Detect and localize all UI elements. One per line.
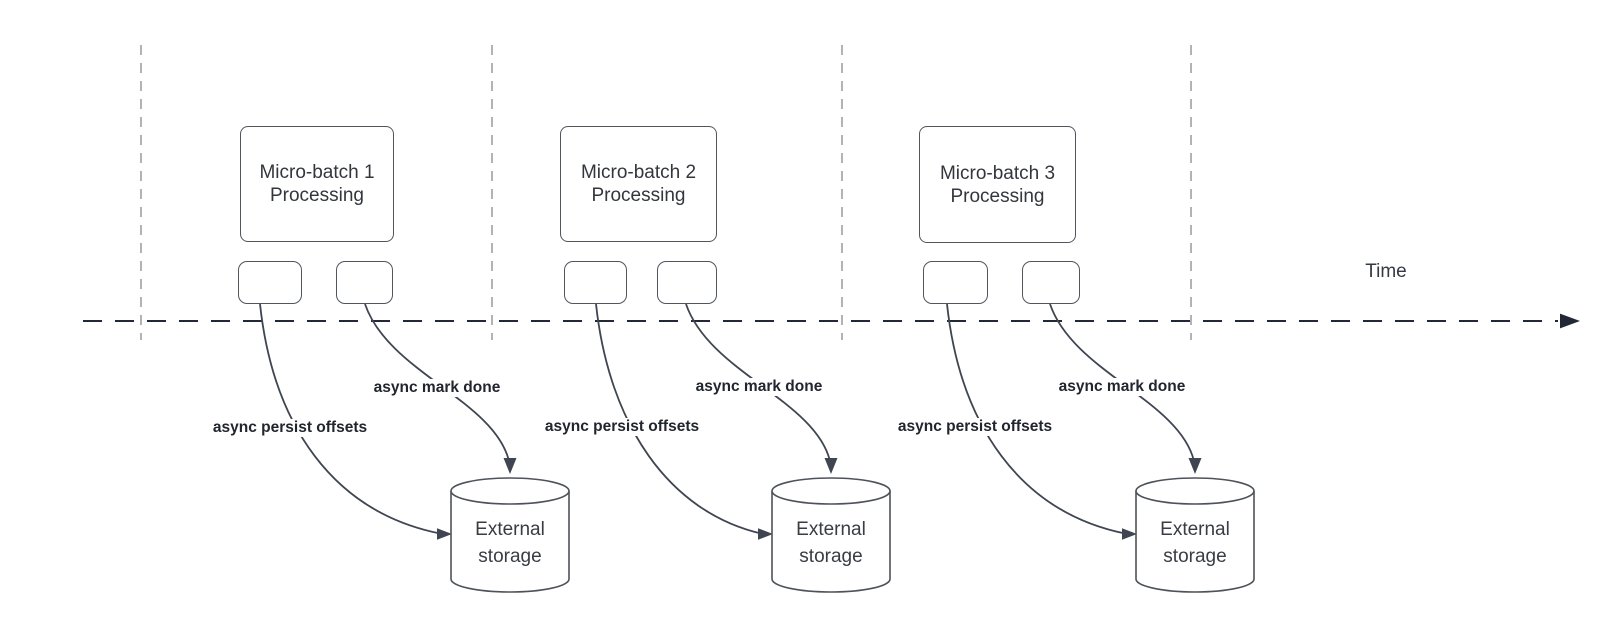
micro-batch-3-box: Micro-batch 3 Processing — [919, 126, 1076, 243]
micro-batch-3-box-label: Micro-batch 3 Processing — [939, 162, 1056, 207]
micro-batch-2-box-label: Micro-batch 2 Processing — [580, 162, 697, 206]
time-axis-label: Time — [1365, 261, 1407, 282]
storage-cylinder-top-3 — [1135, 477, 1255, 505]
storage-label-1: External storage — [475, 519, 545, 567]
persist-offsets-label-2: async persist offsets — [542, 418, 702, 436]
mark-done-arrowhead-2 — [824, 458, 838, 474]
storage-cylinder-body-1 — [450, 491, 570, 593]
micro-batch-1-task-rect-right — [336, 261, 393, 304]
persist-offsets-arrowhead-2 — [758, 528, 773, 540]
time-axis-arrowhead — [1560, 313, 1580, 329]
micro-batch-3-task-rect-left — [923, 261, 988, 304]
storage-label-2: External storage — [796, 519, 866, 567]
mark-done-label-2: async mark done — [693, 378, 825, 396]
micro-batch-1-box-label: Micro-batch 1 Processing — [259, 162, 375, 206]
mark-done-label-1: async mark done — [371, 379, 503, 397]
storage-label-3: External storage — [1160, 519, 1230, 567]
mark-done-arrowhead-1 — [503, 458, 517, 474]
micro-batch-3-task-rect-right — [1022, 261, 1080, 304]
mark-done-arrowhead-3 — [1188, 458, 1202, 474]
micro-batch-2-task-rect-right — [657, 261, 717, 304]
persist-offsets-curve-3 — [946, 303, 1126, 535]
micro-batch-2-box: Micro-batch 2 Processing — [560, 126, 717, 242]
persist-offsets-curve-1 — [259, 303, 441, 535]
persist-offsets-arrowhead-1 — [437, 528, 452, 540]
storage-cylinder-top-1 — [450, 477, 570, 505]
micro-batch-1-task-rect-left — [238, 261, 302, 304]
persist-offsets-curve-2 — [595, 303, 762, 535]
persist-offsets-label-1: async persist offsets — [210, 419, 370, 437]
storage-cylinder-top-2 — [771, 477, 891, 505]
persist-offsets-label-3: async persist offsets — [895, 418, 1055, 436]
micro-batch-1-box: Micro-batch 1 Processing — [240, 126, 394, 242]
storage-cylinder-body-2 — [771, 491, 891, 593]
storage-cylinder-body-3 — [1135, 491, 1255, 593]
persist-offsets-arrowhead-3 — [1122, 528, 1137, 540]
mark-done-label-3: async mark done — [1056, 378, 1188, 396]
micro-batch-2-task-rect-left — [564, 261, 627, 304]
